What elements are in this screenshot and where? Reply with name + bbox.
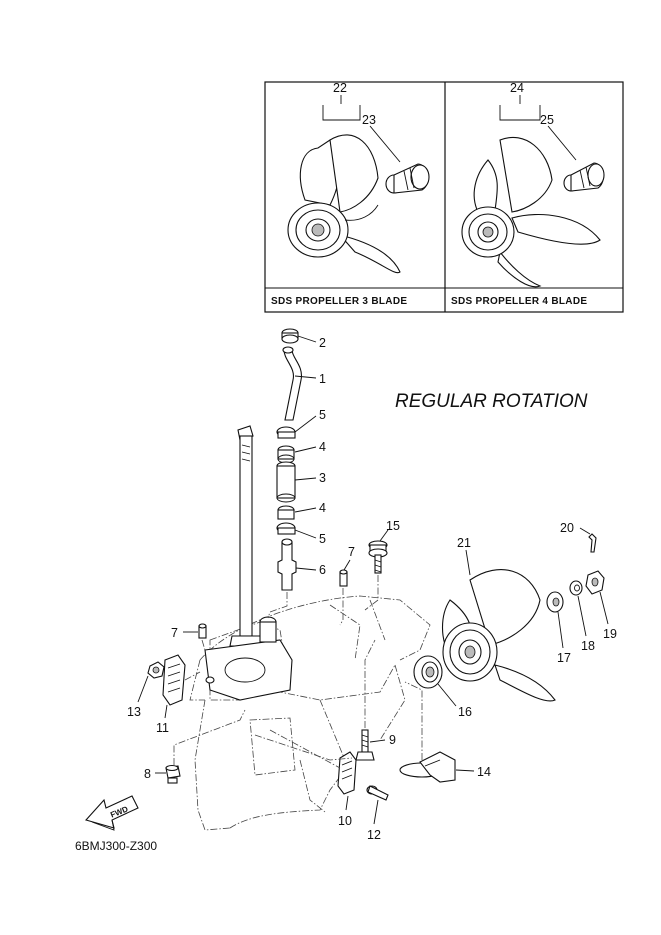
part-1-water-tube — [283, 349, 303, 421]
callout-15: 15 — [386, 519, 400, 533]
callout-16: 16 — [458, 705, 472, 719]
inset-label-3-blade: SDS PROPELLER 3 BLADE — [271, 296, 407, 307]
callout-4-upper: 4 — [319, 440, 326, 454]
part-8-bolt — [165, 764, 181, 784]
callout-11: 11 — [156, 721, 169, 735]
part-6-tube-joint — [277, 541, 297, 591]
part-20-cotter-pin — [588, 533, 597, 553]
callout-14: 14 — [477, 765, 491, 779]
leader-lines — [137, 335, 609, 825]
callout-2: 2 — [319, 336, 326, 350]
callout-17: 17 — [557, 651, 571, 665]
callout-5-upper: 5 — [319, 408, 326, 422]
callout-9: 9 — [389, 733, 396, 747]
callout-12: 12 — [367, 828, 381, 842]
forward-arrow-icon: FWD — [85, 795, 139, 831]
part-18-washer — [569, 580, 583, 596]
drawing-code: 6BMJ300-Z300 — [75, 839, 157, 853]
callout-24: 24 — [510, 81, 524, 95]
bracket-22 — [322, 105, 361, 121]
part-12-bolt — [366, 785, 389, 801]
part-17-spacer — [546, 591, 564, 613]
callout-3: 3 — [319, 471, 326, 485]
callout-7-left: 7 — [171, 626, 178, 640]
callout-21: 21 — [457, 536, 471, 550]
part-21-propeller — [441, 569, 556, 702]
callout-10: 10 — [338, 814, 352, 828]
part-15-bolt — [368, 540, 388, 574]
inset-label-4-blade: SDS PROPELLER 4 BLADE — [451, 296, 587, 307]
callout-22: 22 — [333, 81, 347, 95]
callout-4-lower: 4 — [319, 501, 326, 515]
part-11-anode-bracket — [162, 654, 186, 706]
part-13-nut — [147, 661, 165, 679]
part-7-dowel-pin-left — [198, 623, 207, 639]
callout-25: 25 — [540, 113, 554, 127]
part-7-dowel-pin-right — [339, 569, 348, 587]
bracket-24 — [499, 105, 541, 121]
drive-shaft — [229, 425, 263, 647]
part-9-bolt — [355, 729, 375, 761]
part-19-propeller-nut — [585, 570, 605, 595]
callout-numbers: 2 1 5 4 3 4 5 6 7 7 8 9 10 11 12 13 14 1… — [127, 336, 617, 842]
sds-propeller-3-blade — [287, 134, 401, 274]
callout-13: 13 — [127, 705, 141, 719]
part-14-trim-tab-anode — [399, 751, 456, 783]
sds-hub-kit-3-blade — [385, 163, 430, 194]
callout-20: 20 — [560, 521, 574, 535]
water-pump-housing — [204, 616, 293, 701]
callout-6: 6 — [319, 563, 326, 577]
callout-8: 8 — [144, 767, 151, 781]
lower-casing-outline — [189, 595, 431, 831]
part-16-thrust-washer — [413, 655, 443, 689]
callout-1: 1 — [319, 372, 326, 386]
callout-18: 18 — [581, 639, 595, 653]
callout-5-lower: 5 — [319, 532, 326, 546]
part-10-anode — [337, 751, 357, 795]
propeller-insets: 22 23 24 25 SDS PROPELLER 3 BLADE SDS PR… — [264, 81, 624, 313]
callout-7-right: 7 — [348, 545, 355, 559]
rotation-heading: REGULAR ROTATION — [395, 391, 588, 412]
sds-hub-kit-4-blade — [563, 162, 605, 192]
water-tube-stack — [276, 328, 303, 591]
sds-propeller-4-blade — [461, 136, 601, 288]
callout-23: 23 — [362, 113, 376, 127]
callout-19: 19 — [603, 627, 617, 641]
